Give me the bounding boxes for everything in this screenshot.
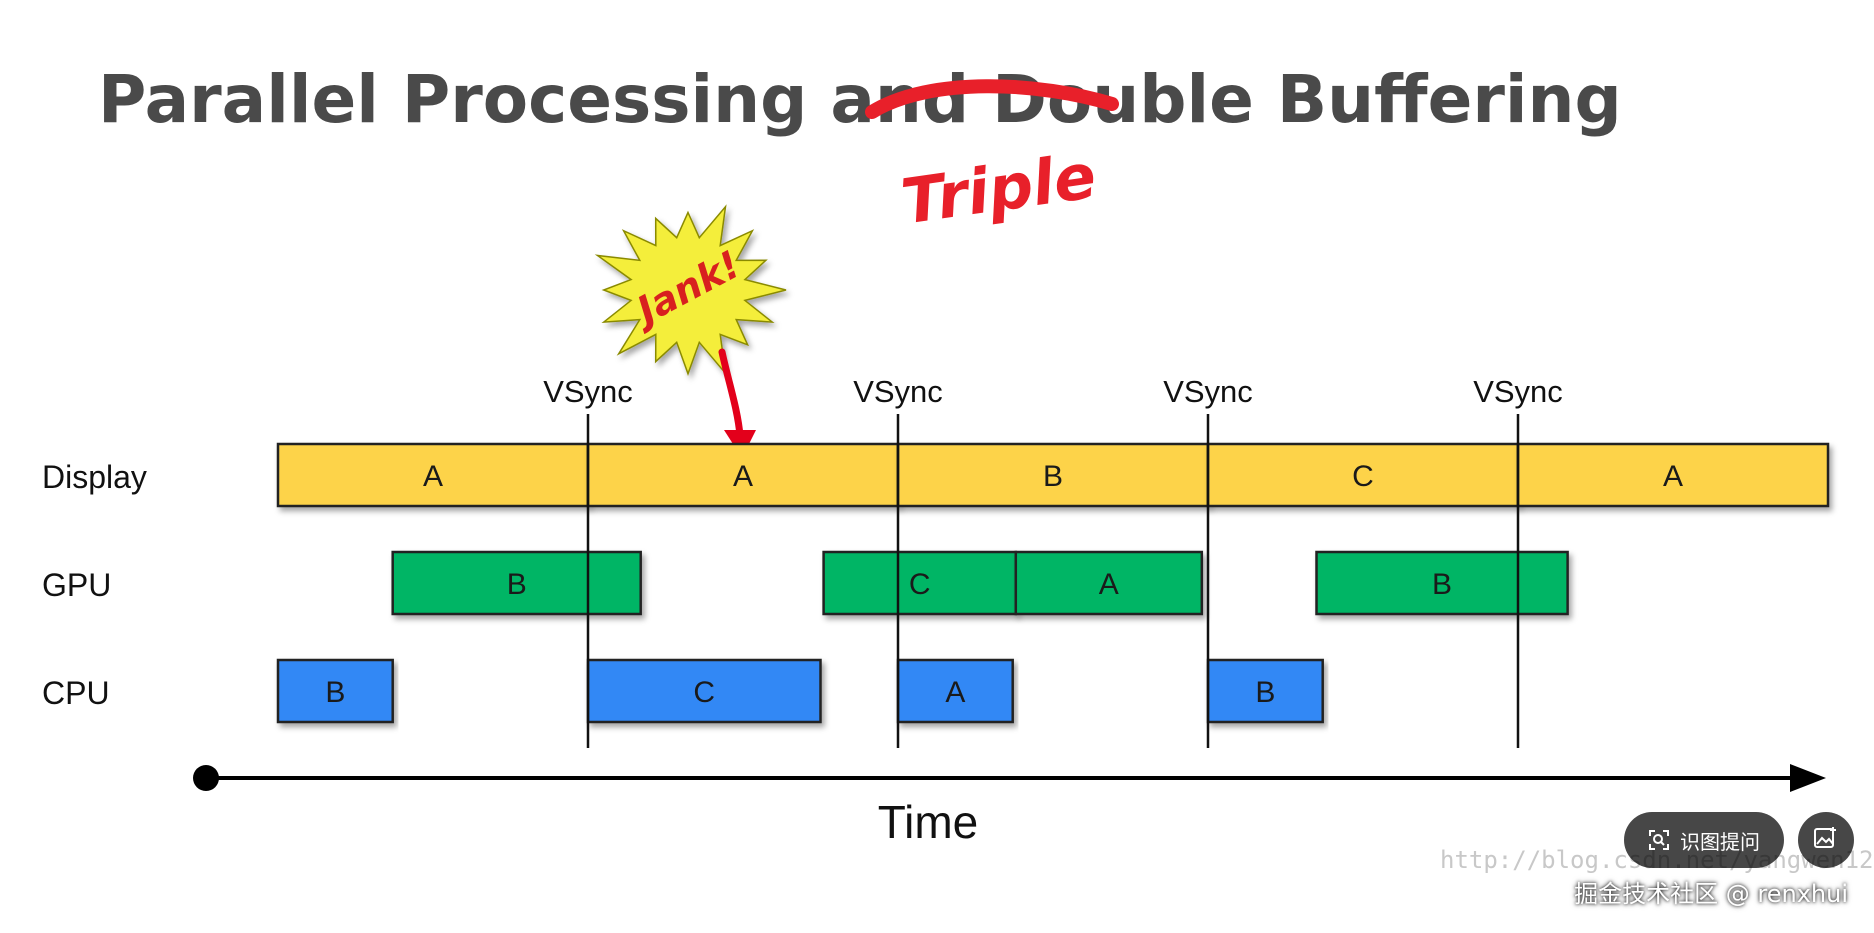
display-segment-bar xyxy=(1206,442,1520,508)
vsync-label: VSync xyxy=(1473,374,1563,409)
recognize-image-label: 识图提问 xyxy=(1680,829,1760,854)
jank-starburst xyxy=(594,204,787,377)
gpu-segment-bar xyxy=(1014,550,1204,616)
display-segment-bar xyxy=(896,442,1210,508)
row-label-display: Display xyxy=(42,459,147,495)
vsync-marker-1: VSync xyxy=(543,374,633,748)
gpu-segment-bar xyxy=(391,550,642,616)
gpu-segment-1: B xyxy=(391,550,642,616)
vsync-marker-3: VSync xyxy=(1163,374,1253,748)
display-segment-label: A xyxy=(1663,460,1683,493)
strike-through-mark xyxy=(865,79,1119,119)
cpu-segment-label: C xyxy=(693,676,715,709)
row-label-cpu: CPU xyxy=(42,675,110,711)
display-segment-bar xyxy=(586,442,900,508)
display-segment-2: A xyxy=(586,442,900,508)
vsync-label: VSync xyxy=(853,374,943,409)
jank-arrow xyxy=(718,348,756,458)
cpu-segment-4: B xyxy=(1206,658,1324,724)
cpu-segment-label: A xyxy=(945,676,965,709)
image-edit-icon xyxy=(1813,825,1839,855)
row-bars: A A B C A B C A B B C A B xyxy=(276,442,1830,724)
image-edit-button[interactable] xyxy=(1798,812,1854,868)
vsync-marker-2: VSync xyxy=(853,374,943,748)
cpu-segment-1: B xyxy=(276,658,394,724)
time-axis: Time xyxy=(193,764,1826,848)
vsync-label: VSync xyxy=(543,374,633,409)
display-segment-4: C xyxy=(1206,442,1520,508)
gpu-segment-3: A xyxy=(1014,550,1204,616)
row-label-gpu: GPU xyxy=(42,567,111,603)
display-segment-label: C xyxy=(1352,460,1374,493)
cpu-segment-label: B xyxy=(1255,676,1275,709)
vsync-label: VSync xyxy=(1163,374,1253,409)
vsync-marker-4: VSync xyxy=(1473,374,1563,748)
time-axis-label: Time xyxy=(878,796,979,848)
jank-callout: Jank! xyxy=(594,204,787,377)
title-correction: Triple xyxy=(897,139,1100,238)
scan-icon xyxy=(1648,829,1670,851)
cpu-segment-label: B xyxy=(325,676,345,709)
cpu-segment-bar xyxy=(1206,658,1324,724)
display-segment-label: A xyxy=(733,460,753,493)
cpu-segment-bar xyxy=(586,658,822,724)
page-title: Parallel Processing and Double Buffering xyxy=(98,61,1622,138)
cpu-segment-2: C xyxy=(586,658,822,724)
gpu-segment-label: B xyxy=(1432,568,1452,601)
gpu-segment-bar xyxy=(1315,550,1569,616)
title-after: Buffering xyxy=(1254,61,1622,138)
vsync-lines: VSync VSync VSync VSync xyxy=(543,374,1563,748)
display-segment-1: A xyxy=(276,442,590,508)
title-before: Parallel Processing and xyxy=(98,61,992,138)
gpu-segment-4: B xyxy=(1315,550,1569,616)
gpu-segment-label: B xyxy=(507,568,527,601)
display-segment-label: B xyxy=(1043,460,1063,493)
cpu-segment-3: A xyxy=(896,658,1014,724)
cpu-segment-bar xyxy=(896,658,1014,724)
display-segment-bar xyxy=(1516,442,1830,508)
cpu-segment-bar xyxy=(276,658,394,724)
display-segment-label: A xyxy=(423,460,443,493)
recognize-image-button[interactable]: 识图提问 xyxy=(1624,812,1784,868)
gpu-segment-2: C xyxy=(822,550,1018,616)
credit-label: 掘金技术社区 @ renxhui xyxy=(1574,880,1848,908)
gpu-segment-label: A xyxy=(1099,568,1119,601)
display-segment-3: B xyxy=(896,442,1210,508)
title-struck-word: Double xyxy=(992,61,1254,138)
gpu-segment-label: C xyxy=(909,568,931,601)
display-segment-5: A xyxy=(1516,442,1830,508)
gpu-segment-bar xyxy=(822,550,1018,616)
